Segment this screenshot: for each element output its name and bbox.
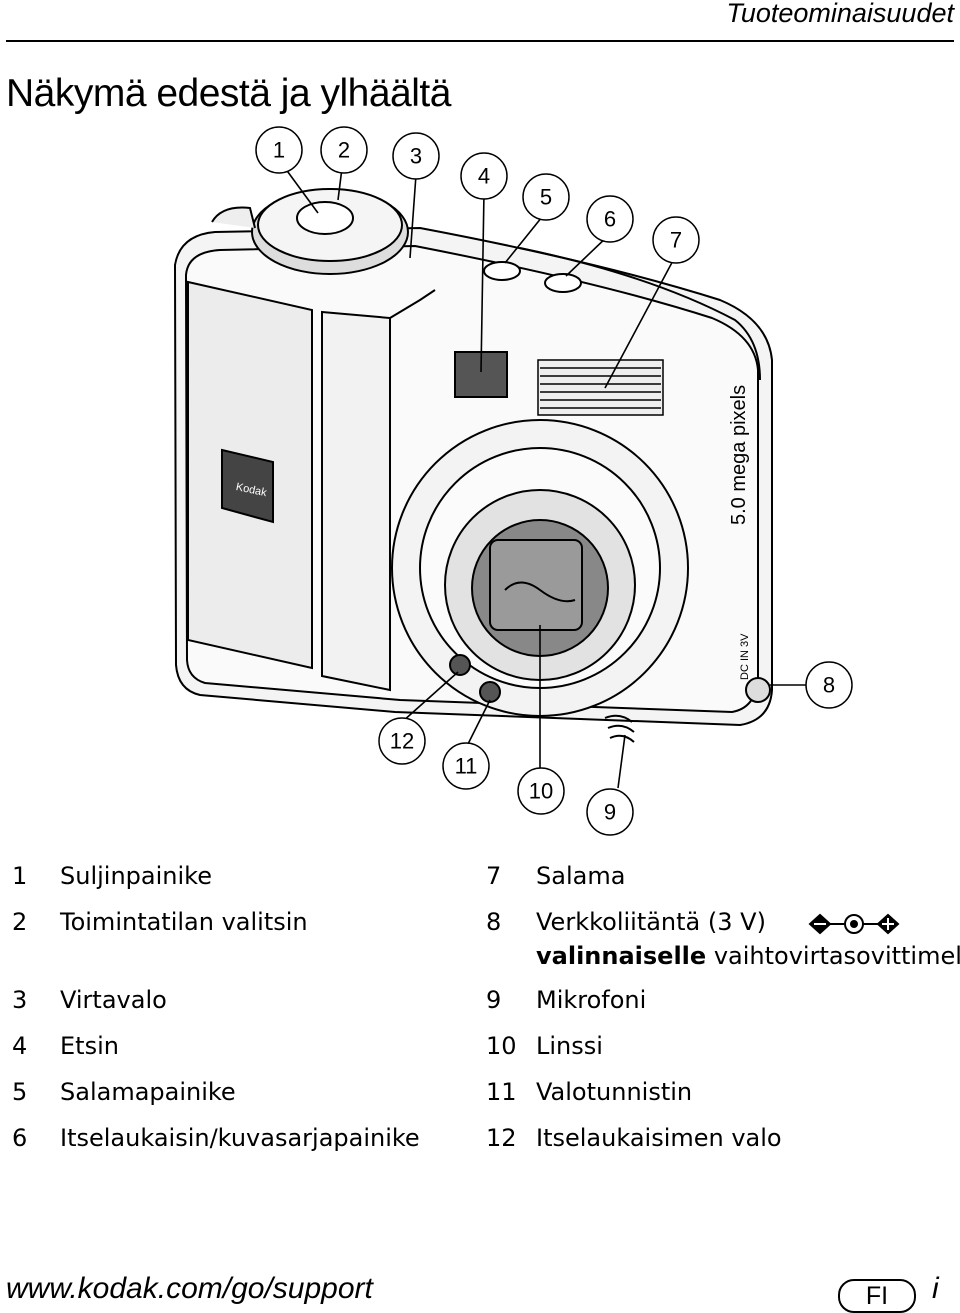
dc-polarity-icon <box>808 912 908 936</box>
flash-window <box>538 360 663 415</box>
camera-illustration: Kodak 5.0 mega pixels DC IN 3V <box>0 120 960 840</box>
language-badge: FI <box>838 1279 916 1313</box>
svg-text:10: 10 <box>529 779 553 804</box>
svg-text:5: 5 <box>540 185 552 210</box>
megapixel-print: 5.0 mega pixels <box>728 385 750 525</box>
svg-text:8: 8 <box>823 673 835 698</box>
self-timer-light <box>450 655 470 675</box>
svg-text:2: 2 <box>338 138 350 163</box>
light-sensor <box>480 682 500 702</box>
svg-text:4: 4 <box>478 164 490 189</box>
dc-port-print: DC IN 3V <box>739 633 751 680</box>
page-number: i <box>932 1272 939 1306</box>
section-header: Tuoteominaisuudet <box>726 0 954 29</box>
svg-text:6: 6 <box>604 207 616 232</box>
svg-text:1: 1 <box>273 138 285 163</box>
support-link[interactable]: www.kodak.com/go/support <box>6 1272 373 1306</box>
legend-item-line2: valinnaiselle vaihtovirtasovittimelle <box>536 942 960 970</box>
svg-text:12: 12 <box>390 729 414 754</box>
svg-text:9: 9 <box>604 800 616 825</box>
dc-port <box>746 678 770 702</box>
svg-text:11: 11 <box>455 754 478 779</box>
header-rule <box>6 40 954 42</box>
page-title: Näkymä edestä ja ylhäältä <box>6 72 451 116</box>
svg-text:7: 7 <box>670 228 682 253</box>
svg-text:3: 3 <box>410 144 422 169</box>
